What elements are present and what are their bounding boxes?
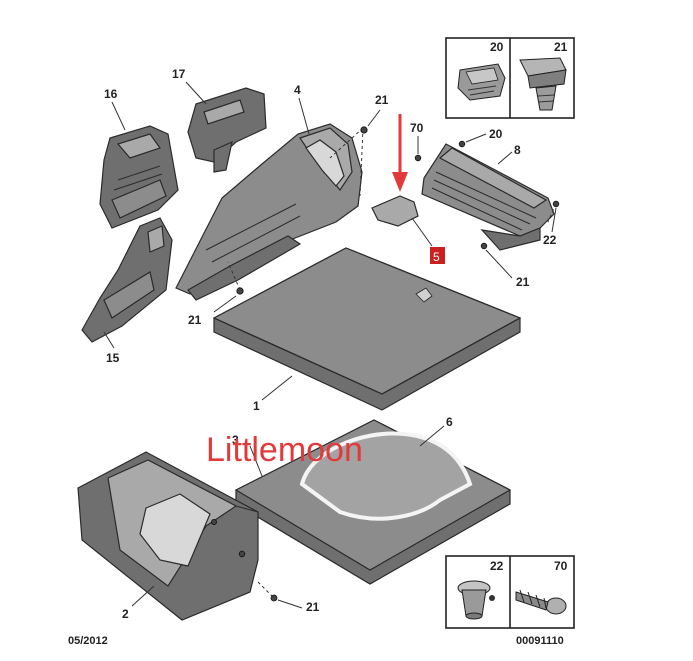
callout-21-bottom: 21 — [306, 600, 320, 614]
part-2-tray — [77, 451, 259, 621]
callout-15: 15 — [106, 351, 120, 365]
callout-1: 1 — [253, 399, 260, 413]
callout-22: 22 — [543, 233, 557, 247]
red-arrow-indicator — [392, 114, 408, 192]
callout-17: 17 — [172, 67, 186, 81]
fixing-2-a — [238, 550, 246, 558]
footer-reference: 00091110 — [516, 635, 564, 647]
fixing-21-right — [480, 242, 488, 250]
fixing-70 — [414, 154, 422, 162]
part-4-side-trim — [175, 123, 363, 301]
part-6-spare-cover — [299, 431, 473, 521]
callout-8: 8 — [514, 143, 521, 157]
part-17-bracket — [187, 87, 267, 173]
grommet-22-icon — [457, 580, 495, 620]
callout-70: 70 — [410, 121, 424, 135]
callout-4: 4 — [294, 83, 301, 97]
callout-5: 5 — [433, 250, 440, 264]
clip-20-icon — [457, 63, 506, 101]
inset-bottom-label-22: 22 — [490, 559, 504, 573]
callout-21-right: 21 — [516, 275, 530, 289]
callout-2: 2 — [122, 607, 129, 621]
callout-20: 20 — [489, 127, 503, 141]
clip-21-icon — [519, 57, 567, 111]
callout-21-left: 21 — [188, 313, 202, 327]
footer-date: 05/2012 — [68, 635, 108, 647]
fixing-2-b — [210, 519, 217, 526]
fixing-20 — [458, 140, 466, 148]
callout-16: 16 — [104, 87, 118, 101]
part-5-badge — [430, 247, 445, 264]
watermark-text: Littlemoon — [206, 431, 363, 469]
inset-bottom-label-70: 70 — [554, 559, 568, 573]
inset-fasteners-bottom: 22 70 — [445, 555, 575, 629]
part-1-floor-panel — [212, 247, 522, 411]
fixing-21-top — [360, 126, 368, 134]
part-15-trim — [81, 217, 173, 343]
inset-top-label-20: 20 — [490, 40, 504, 54]
fixing-21-left — [236, 287, 244, 295]
callout-3: 3 — [232, 433, 239, 447]
callout-21-top: 21 — [375, 93, 389, 107]
screw-70-icon — [515, 589, 567, 615]
part-8-rear-panel — [421, 143, 555, 251]
part-16-trim — [99, 125, 179, 229]
inset-top-label-21: 21 — [554, 40, 568, 54]
callout-6: 6 — [446, 415, 453, 429]
inset-clips-top: 20 21 — [445, 37, 575, 119]
part-5-bracket — [371, 195, 419, 227]
